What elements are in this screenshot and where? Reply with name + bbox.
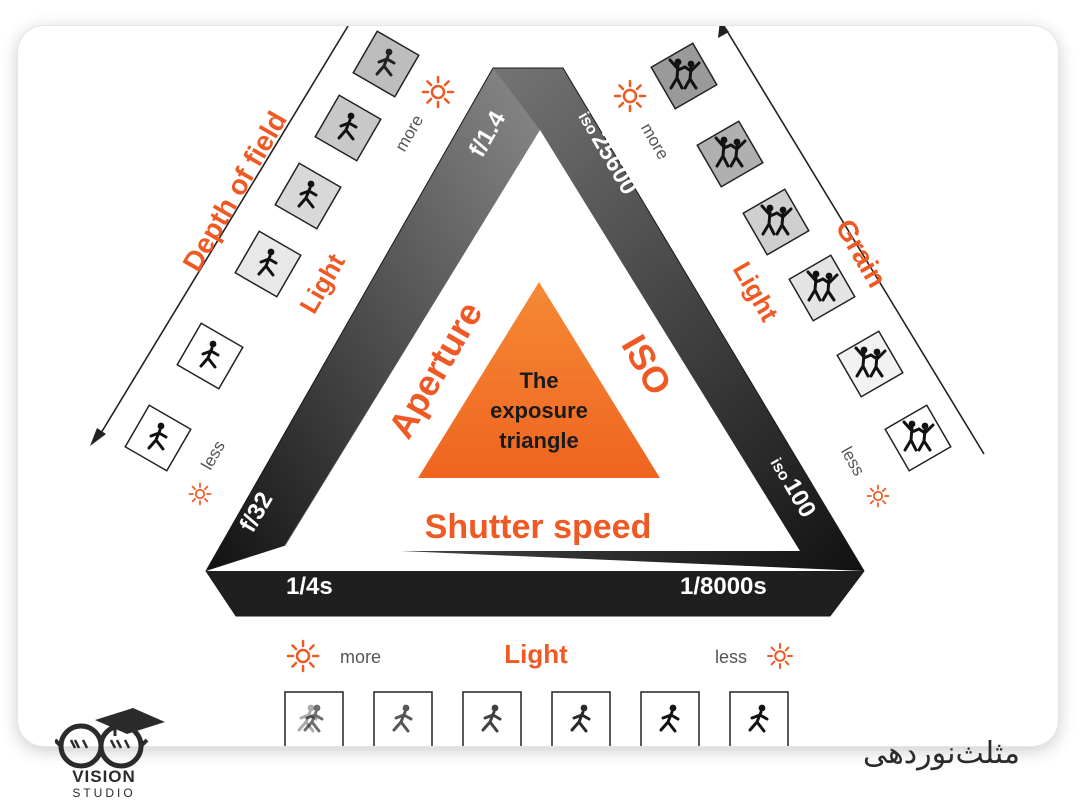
grain-more: more: [637, 120, 673, 163]
persian-caption: مثلث‌نوردهی: [862, 736, 1020, 771]
shutter-speed-label: Shutter speed: [425, 508, 652, 546]
depth-of-field-arrow: [97, 26, 349, 439]
sun-icon: [613, 79, 647, 113]
exposure-diagram: The exposure triangle Aperture ISO Shutt…: [90, 26, 985, 746]
diagram-card: The exposure triangle Aperture ISO Shutt…: [18, 26, 1058, 746]
center-line-1: The: [519, 368, 558, 393]
brand-subtitle: STUDIO: [72, 786, 136, 800]
shutter-more: more: [340, 647, 381, 667]
center-line-2: exposure: [490, 398, 588, 423]
grain-arrow: [723, 26, 985, 455]
shutter-thumbnails: [284, 691, 789, 746]
grain-light: Light: [727, 256, 785, 326]
depth-of-field-more: more: [391, 112, 427, 155]
depth-of-field-less: less: [197, 437, 229, 473]
grain-less: less: [837, 443, 869, 479]
sun-icon: [766, 642, 794, 670]
shutter-slow-label: 1/4s: [286, 573, 333, 600]
shutter-less: less: [715, 647, 747, 667]
center-line-3: triangle: [499, 428, 578, 453]
sun-icon: [286, 639, 320, 673]
sun-icon: [188, 482, 212, 506]
sun-icon: [421, 75, 455, 109]
shutter-fast-label: 1/8000s: [680, 573, 767, 600]
grain-thumbnails: [650, 42, 952, 472]
sun-icon: [866, 484, 890, 508]
vision-studio-logo-icon: [55, 708, 165, 769]
center-triangle: [418, 282, 660, 478]
shutter-light: Light: [504, 639, 568, 669]
depth-of-field-thumbnails: [124, 30, 420, 472]
brand-word: VISION: [72, 767, 136, 786]
depth-of-field-light: Light: [293, 248, 351, 318]
